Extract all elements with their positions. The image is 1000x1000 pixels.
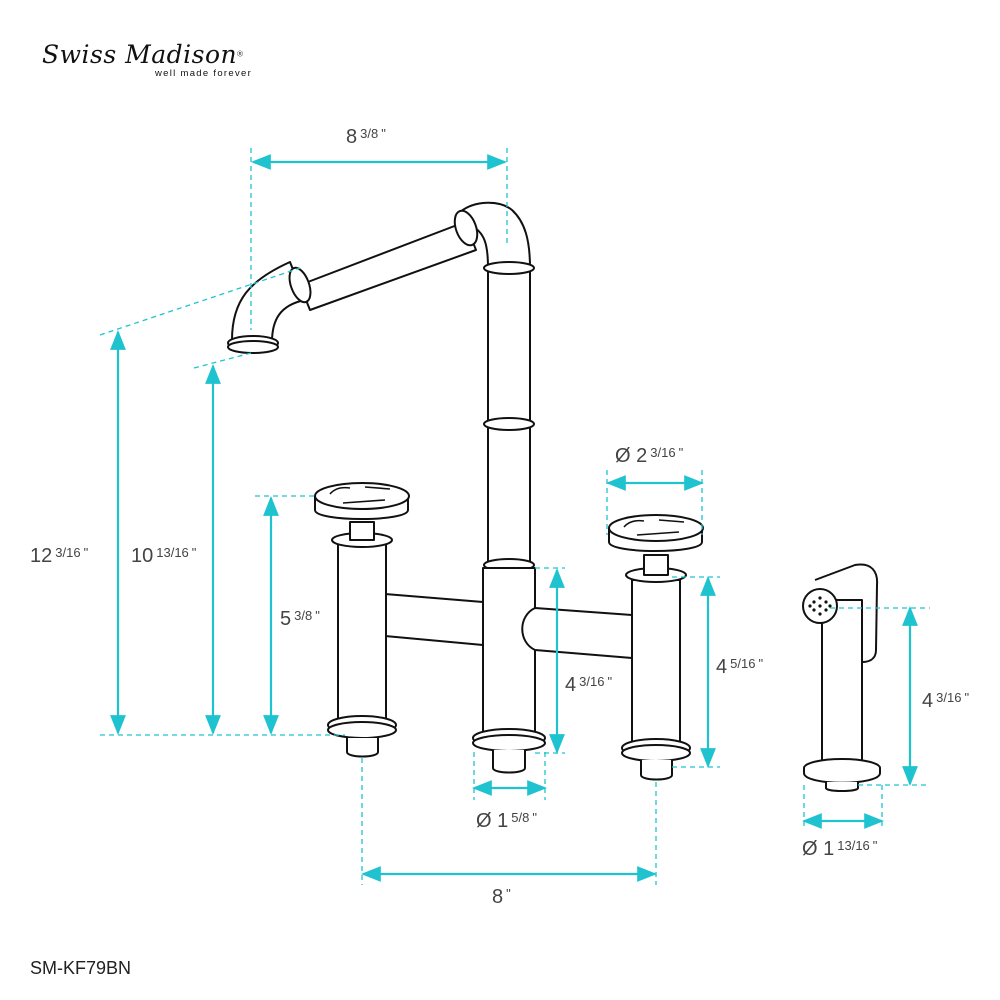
model-number: SM-KF79BN [30, 958, 132, 978]
extension-lines [99, 148, 930, 885]
brand-tagline: well made forever [155, 68, 253, 79]
registered-mark: ® [237, 49, 244, 59]
label-center-spread: 8" [492, 886, 511, 908]
dimension-lines [110, 154, 918, 882]
brand-name: Swiss Madison [42, 40, 238, 69]
sprayer-nozzle-holes [808, 596, 832, 616]
brand-logo: Swiss Madison® well made forever [42, 40, 251, 79]
faucet-outline [227, 201, 881, 792]
